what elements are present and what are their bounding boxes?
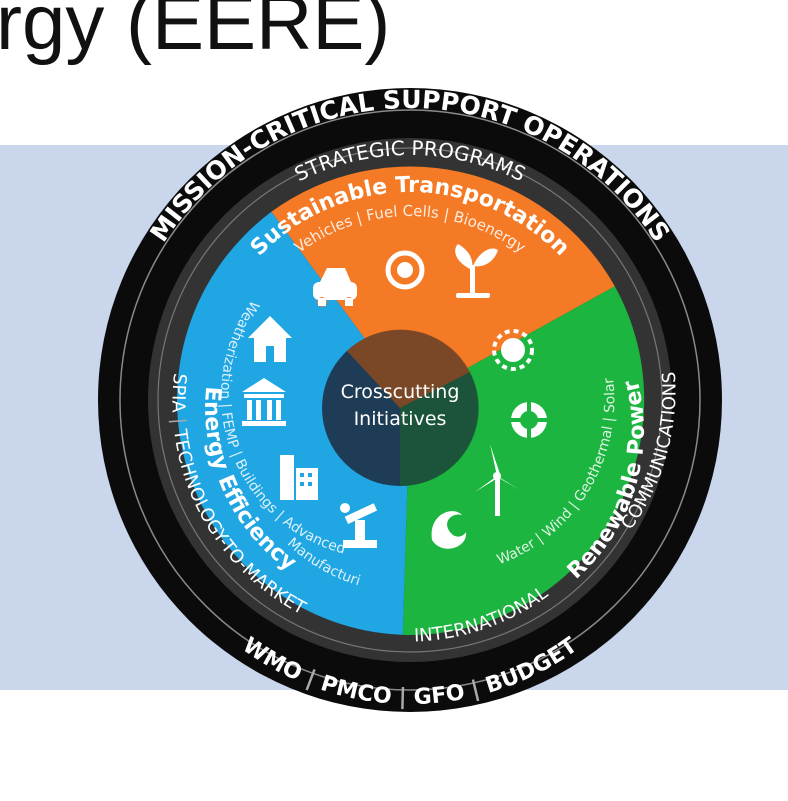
government-building-icon: [242, 378, 286, 426]
wave-icon: [431, 511, 467, 549]
center-label-line1: Crosscutting: [341, 381, 460, 403]
center-transport-tint: [347, 329, 470, 408]
outer-ring-item: GFO: [413, 680, 466, 710]
robot-arm-icon: [340, 503, 378, 548]
sector-efficiency: [177, 211, 410, 635]
hydrogen-icon: [385, 250, 425, 290]
wind-turbine-icon: [475, 444, 520, 516]
outer-ring-divider: [119, 109, 701, 691]
center-label-line2: Initiatives: [354, 408, 447, 430]
middle-ring-divider: [157, 147, 663, 653]
geothermal-icon: [511, 402, 547, 438]
plant-icon: [455, 244, 498, 298]
sector-transportation: [271, 166, 615, 400]
page-title: rgy (EERE): [0, 0, 391, 66]
office-building-icon: [280, 455, 318, 500]
car-icon: [313, 268, 357, 307]
center-renewable-tint: [400, 372, 479, 487]
house-icon: [248, 316, 292, 362]
sun-icon: [492, 329, 534, 371]
middle-ring-item: SPIA: [167, 372, 190, 413]
